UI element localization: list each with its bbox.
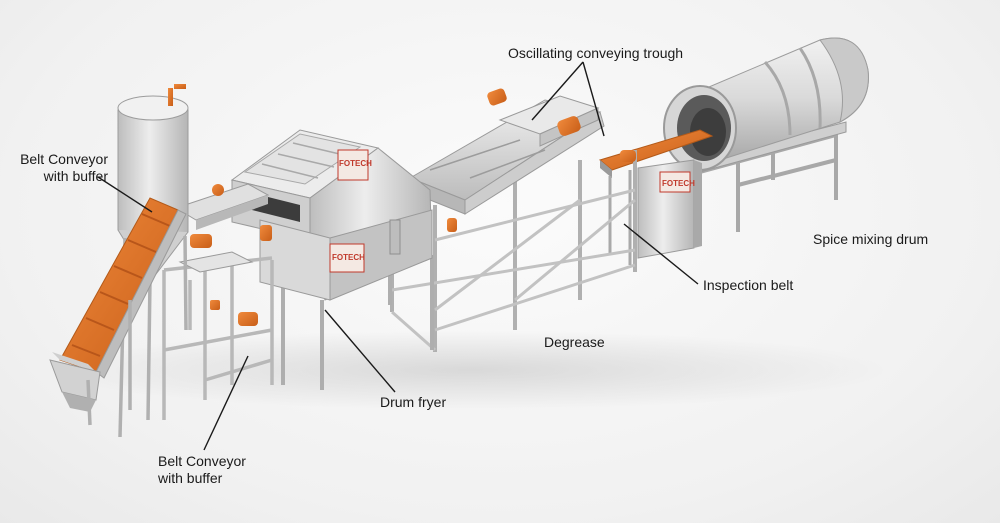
leader-drum-fryer: [324, 309, 396, 393]
label-belt-conveyor-bottom-line1: Belt Conveyor: [158, 453, 246, 469]
leader-inspection-belt: [623, 223, 699, 285]
spice-mixing-drum: [663, 37, 869, 232]
label-drum-fryer: Drum fryer: [380, 394, 447, 410]
leader-lines: [97, 61, 699, 451]
label-belt-conveyor-bottom: Belt Conveyor with buffer: [158, 453, 246, 487]
label-belt-conveyor-top: Belt Conveyor with buffer: [10, 151, 108, 185]
leader-oscillating-trough-2: [582, 61, 605, 137]
label-oscillating-trough: Oscillating conveying trough: [508, 45, 684, 61]
label-belt-conveyor-bottom-line2: with buffer: [158, 470, 223, 486]
drum-fryer: FOTECH FOTECH: [174, 129, 457, 390]
label-inspection-belt: Inspection belt: [703, 277, 794, 293]
inclined-belt-conveyor: [49, 197, 187, 426]
label-spice-mixing-drum: Spice mixing drum: [813, 231, 929, 247]
fryer-top-brand-logo: FOTECH: [339, 159, 372, 168]
buffer-stand: [162, 256, 274, 420]
label-degrease: Degrease: [544, 334, 605, 350]
label-belt-conveyor-top-line1: Belt Conveyor: [20, 151, 108, 167]
leader-belt-conveyor-bottom: [203, 355, 249, 451]
inspection-brand-logo: FOTECH: [662, 179, 695, 188]
leader-belt-conveyor-top: [97, 176, 153, 213]
leader-oscillating-trough: [531, 61, 584, 121]
label-belt-conveyor-top-line2: with buffer: [43, 168, 108, 184]
fryer-front-brand-logo: FOTECH: [332, 253, 365, 262]
floor-shadow: [50, 330, 890, 410]
